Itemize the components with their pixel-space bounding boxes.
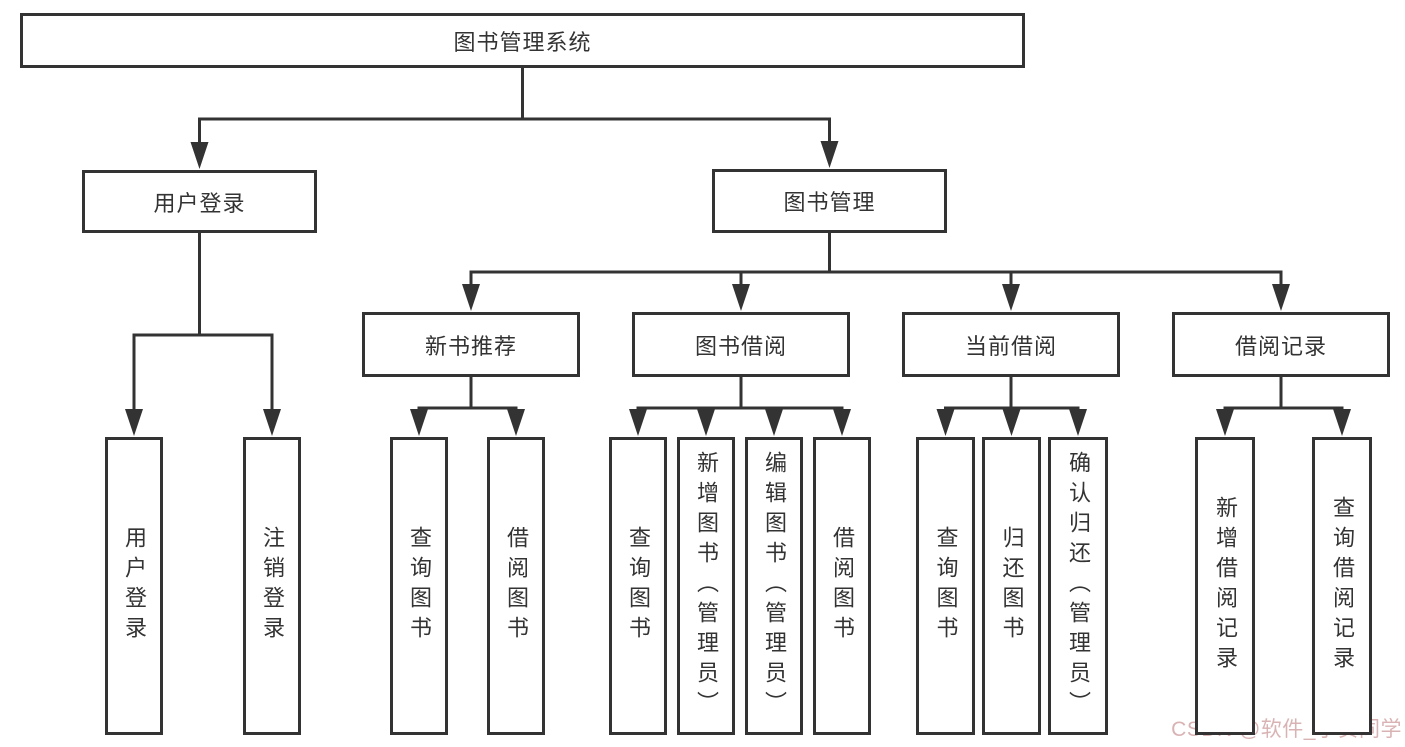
- arrowhead-icon: [410, 409, 428, 436]
- node-label: 查询图书: [626, 526, 651, 646]
- arrowhead-icon: [732, 284, 750, 311]
- arrowhead-icon: [1272, 284, 1290, 311]
- node-label: 当前借阅: [964, 333, 1057, 359]
- node-cb-confirm: 确认归还（管理员）: [1048, 437, 1108, 735]
- node-label: 借阅记录: [1234, 333, 1327, 359]
- node-label: 新书推荐: [424, 333, 517, 359]
- arrowhead-icon: [1002, 409, 1021, 436]
- node-root: 图书管理系统: [20, 13, 1025, 68]
- node-current-borrow: 当前借阅: [902, 312, 1120, 377]
- node-cb-return: 归还图书: [982, 437, 1041, 735]
- node-label: 归还图书: [999, 526, 1025, 646]
- node-label: 查询图书: [407, 526, 432, 646]
- node-label: 查询借阅记录: [1330, 496, 1355, 676]
- node-label: 借阅图书: [830, 526, 855, 646]
- arrowhead-icon: [1216, 409, 1234, 436]
- node-nb-borrow: 借阅图书: [487, 437, 545, 735]
- arrowhead-icon: [629, 409, 647, 436]
- node-book-borrow: 图书借阅: [632, 312, 850, 377]
- arrowhead-icon: [507, 409, 525, 436]
- node-label: 编辑图书（管理员）: [762, 451, 787, 721]
- arrowhead-icon: [462, 284, 480, 311]
- node-nb-query: 查询图书: [390, 437, 448, 735]
- arrowhead-icon: [936, 409, 955, 436]
- node-label: 查询图书: [933, 526, 959, 646]
- arrowhead-icon: [263, 409, 281, 436]
- node-br-query: 查询借阅记录: [1312, 437, 1372, 735]
- node-label: 用户登录: [153, 190, 246, 216]
- node-label: 图书管理: [783, 190, 876, 215]
- arrowhead-icon: [125, 409, 143, 436]
- node-ul-logout: 注销登录: [243, 437, 301, 735]
- node-ul-login: 用户登录: [105, 437, 163, 735]
- connector-path: [1223, 375, 1344, 417]
- node-user-login: 用户登录: [82, 170, 317, 233]
- node-label: 注销登录: [260, 526, 285, 646]
- arrowhead-icon: [1002, 284, 1020, 311]
- connector-path: [469, 231, 1283, 292]
- node-bb-add: 新增图书（管理员）: [677, 437, 735, 735]
- node-label: 借阅图书: [504, 526, 529, 646]
- node-label: 新增借阅记录: [1213, 496, 1238, 676]
- node-bb-edit: 编辑图书（管理员）: [745, 437, 803, 735]
- connector-path: [417, 375, 518, 417]
- arrowhead-icon: [1069, 409, 1087, 436]
- connector-path: [636, 375, 844, 417]
- node-book-mgmt: 图书管理: [712, 169, 947, 233]
- arrowhead-icon: [697, 409, 715, 436]
- node-label: 用户登录: [122, 526, 147, 646]
- node-label: 新增图书（管理员）: [694, 451, 719, 721]
- node-label: 图书管理系统: [453, 29, 592, 55]
- node-bb-query: 查询图书: [609, 437, 667, 735]
- arrowhead-icon: [820, 141, 839, 168]
- connector-path: [132, 231, 274, 417]
- arrowhead-icon: [190, 142, 209, 169]
- node-borrow-records: 借阅记录: [1172, 312, 1390, 377]
- node-cb-query: 查询图书: [916, 437, 975, 735]
- node-new-book-rec: 新书推荐: [362, 312, 580, 377]
- connector-path: [198, 66, 831, 150]
- node-label: 图书借阅: [694, 333, 787, 359]
- arrowhead-icon: [833, 409, 851, 436]
- node-br-add: 新增借阅记录: [1195, 437, 1255, 735]
- arrowhead-icon: [1333, 409, 1351, 436]
- node-bb-borrow: 借阅图书: [813, 437, 871, 735]
- arrowhead-icon: [765, 409, 783, 436]
- node-label: 确认归还（管理员）: [1066, 451, 1091, 721]
